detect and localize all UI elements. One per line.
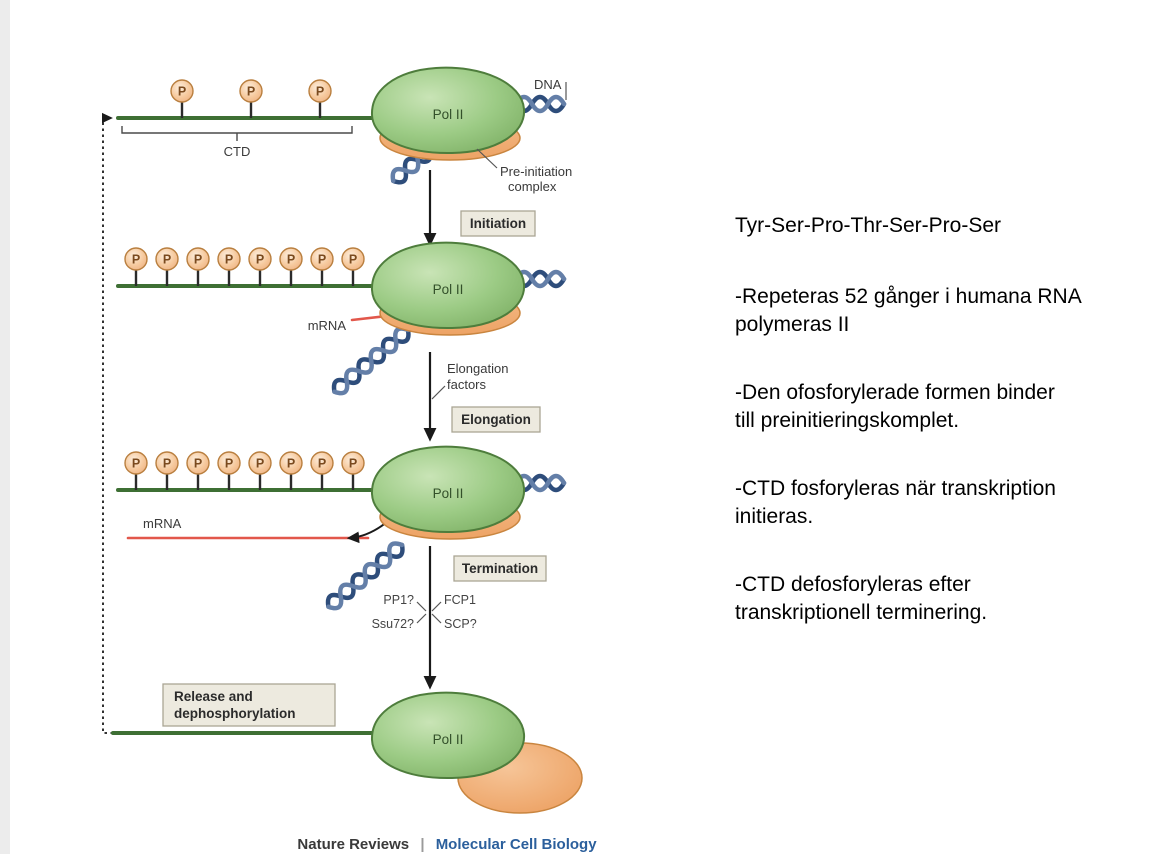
pol-ii-label: Pol II: [433, 107, 464, 122]
preinitiation-complex-label: Pre-initiation: [500, 164, 572, 179]
transition-elongation: Elongation factors Elongation: [423, 352, 541, 442]
phosphate-icon: [238, 78, 264, 120]
phosphate-icon: [123, 246, 149, 288]
factor-pointer-line: [431, 385, 446, 400]
ctd-label: CTD: [224, 144, 251, 159]
pol-ii-complex: Pol II: [370, 241, 526, 336]
phosphate-icon: [169, 78, 195, 120]
stage-release: Release and dephosphorylation Pol II: [111, 683, 583, 814]
release-label: Release and: [174, 689, 253, 704]
stage-preinitiation: CTD Pol II DNA Pre-initiation complex: [116, 66, 572, 194]
phosphate-icon: [278, 246, 304, 288]
phosphate-icon: [307, 78, 333, 120]
phosphate-icon: [340, 450, 366, 492]
phosphate-icon: [247, 450, 273, 492]
phosphate-icon: [185, 450, 211, 492]
factor-pointer-line: [431, 601, 442, 612]
note-ctd-phosphorylated: -CTD fosforyleras när transkription init…: [735, 477, 1056, 528]
phosphate-icon: [309, 246, 335, 288]
phosphate-icon: [278, 450, 304, 492]
journal-name: Nature Reviews: [297, 836, 409, 853]
page-edge-strip: [0, 0, 10, 854]
initiation-label: Initiation: [470, 216, 526, 231]
pol-ii-label: Pol II: [433, 486, 464, 501]
factor-pointer-line: [416, 601, 427, 612]
release-label: dephosphorylation: [174, 706, 296, 721]
initiation-step-box: [460, 210, 536, 237]
mrna-label: mRNA: [143, 516, 182, 531]
phosphate-icon: [185, 246, 211, 288]
journal-credit: Nature Reviews | Molecular Cell Biology: [297, 836, 597, 853]
peptide-repeat-sequence: Tyr-Ser-Pro-Thr-Ser-Pro-Ser: [735, 214, 1002, 237]
notes-panel: Tyr-Ser-Pro-Thr-Ser-Pro-Ser -Repeteras 5…: [735, 212, 1155, 667]
recycle-dashed-arrow: [101, 112, 113, 734]
ssu72-label: Ssu72?: [372, 617, 414, 631]
transition-termination: Termination PP1? FCP1 Ssu72? SCP?: [372, 546, 547, 690]
pol-ii-label: Pol II: [433, 282, 464, 297]
elongation-label: Elongation: [461, 412, 531, 427]
termination-step-box: [453, 555, 547, 582]
phosphate-icon: [309, 450, 335, 492]
phosphate-icon: [154, 450, 180, 492]
stage-initiation: Pol II mRNA: [116, 241, 564, 397]
credit-separator: |: [420, 836, 424, 853]
elongation-factors-label: factors: [447, 377, 487, 392]
journal-title: Molecular Cell Biology: [436, 836, 598, 853]
phosphate-icon: [216, 246, 242, 288]
note-repeat-count: -Repeteras 52 gånger i humana RNA polyme…: [735, 285, 1082, 336]
pp1-label: PP1?: [383, 593, 414, 607]
release-step-box: [162, 683, 336, 727]
elongation-factors-label: Elongation: [447, 361, 508, 376]
phosphate-icon: [216, 450, 242, 492]
dna-label: DNA: [534, 77, 562, 92]
pol-ii-complex: Pol II: [370, 66, 526, 161]
mrna-label: mRNA: [308, 318, 347, 333]
note-unphosphorylated-binds: -Den ofosforylerade formen binder till p…: [735, 381, 1055, 432]
scp-label: SCP?: [444, 617, 477, 631]
stage-termination: Pol II mRNA: [116, 445, 564, 612]
phosphate-icon: [154, 246, 180, 288]
factor-pointer-line: [416, 613, 427, 624]
preinitiation-complex-label: complex: [508, 179, 557, 194]
ctd-phosphorylation-cycle-diagram: P CTD Pol II: [101, 66, 597, 853]
pol-ii-complex: Pol II: [370, 691, 526, 780]
termination-label: Termination: [462, 561, 538, 576]
transition-initiation: Initiation: [423, 170, 536, 247]
phosphate-icon: [247, 246, 273, 288]
note-ctd-dephosphorylated: -CTD defosforyleras efter transkriptione…: [735, 573, 988, 624]
factor-pointer-line: [431, 613, 442, 624]
fcp1-label: FCP1: [444, 593, 476, 607]
preinitiation-pointer-line: [476, 148, 498, 169]
phosphate-icon: [340, 246, 366, 288]
phosphate-icon: [123, 450, 149, 492]
elongation-step-box: [451, 406, 541, 433]
pol-ii-label: Pol II: [433, 732, 464, 747]
ctd-bracket: [121, 126, 353, 141]
dna-helix-icon: [330, 325, 413, 397]
pol-ii-complex: Pol II: [370, 445, 526, 540]
